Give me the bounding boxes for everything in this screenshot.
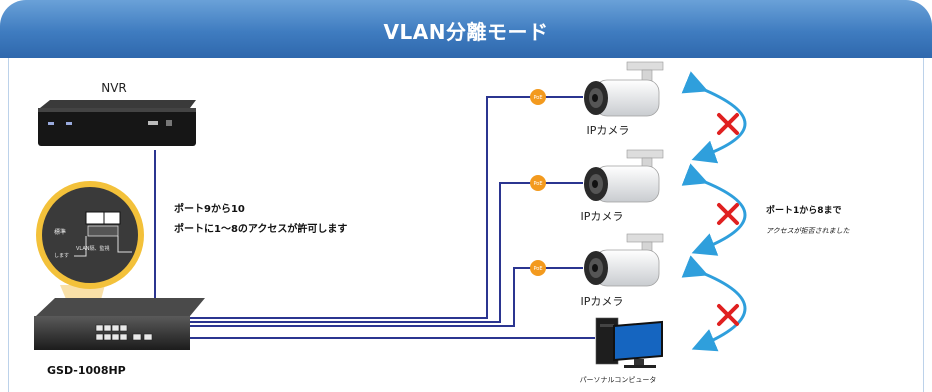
pc-label: パーソナルコンピュータ bbox=[580, 375, 657, 384]
nvr-device bbox=[38, 100, 196, 146]
port-zoom-callout bbox=[36, 181, 144, 318]
camera-3-label: IPカメラ bbox=[581, 295, 624, 308]
callout-text-2: VLAN隔、監視 bbox=[76, 245, 109, 252]
blocked-arrow-1 bbox=[681, 71, 747, 164]
personal-computer bbox=[595, 317, 663, 368]
switch-device bbox=[34, 298, 205, 350]
link-camera-3 bbox=[185, 267, 583, 327]
callout-text-1: 標準 bbox=[54, 228, 66, 236]
blocked-arrows bbox=[681, 71, 747, 352]
deny-note-line1: ポート1から8まで bbox=[766, 204, 842, 216]
ip-camera-3 bbox=[584, 233, 664, 287]
ip-camera-1 bbox=[584, 61, 664, 117]
allow-note-line1: ポート9から10 bbox=[174, 202, 245, 215]
blocked-arrow-3 bbox=[681, 255, 747, 352]
cross-marks bbox=[717, 113, 739, 326]
deny-note-line2: アクセスが拒否されました bbox=[766, 227, 851, 235]
switch-label: GSD-1008HP bbox=[47, 364, 126, 377]
nvr-label: NVR bbox=[101, 81, 127, 95]
blocked-arrow-2 bbox=[681, 163, 747, 256]
poe-badge-3: PoE bbox=[530, 260, 546, 276]
content-frame bbox=[8, 58, 924, 392]
cross-mark-2 bbox=[717, 203, 739, 225]
allow-note-line2: ポートに1〜8のアクセスが許可します bbox=[174, 222, 347, 235]
cross-mark-1 bbox=[717, 113, 739, 135]
camera-1-label: IPカメラ bbox=[587, 124, 630, 137]
camera-2-label: IPカメラ bbox=[581, 210, 624, 223]
network-links bbox=[154, 96, 595, 339]
cross-mark-3 bbox=[717, 304, 739, 326]
poe-badge-2: PoE bbox=[530, 175, 546, 191]
poe-badge-1-text: PoE bbox=[533, 95, 542, 101]
page-title: VLAN分離モード bbox=[383, 20, 549, 44]
poe-badge-1: PoE bbox=[530, 89, 546, 105]
callout-text-3: します bbox=[54, 253, 69, 259]
poe-badge-3-text: PoE bbox=[533, 266, 542, 272]
ip-camera-2 bbox=[584, 149, 664, 203]
title-banner: VLAN分離モード bbox=[0, 0, 932, 58]
poe-badge-2-text: PoE bbox=[533, 181, 542, 187]
